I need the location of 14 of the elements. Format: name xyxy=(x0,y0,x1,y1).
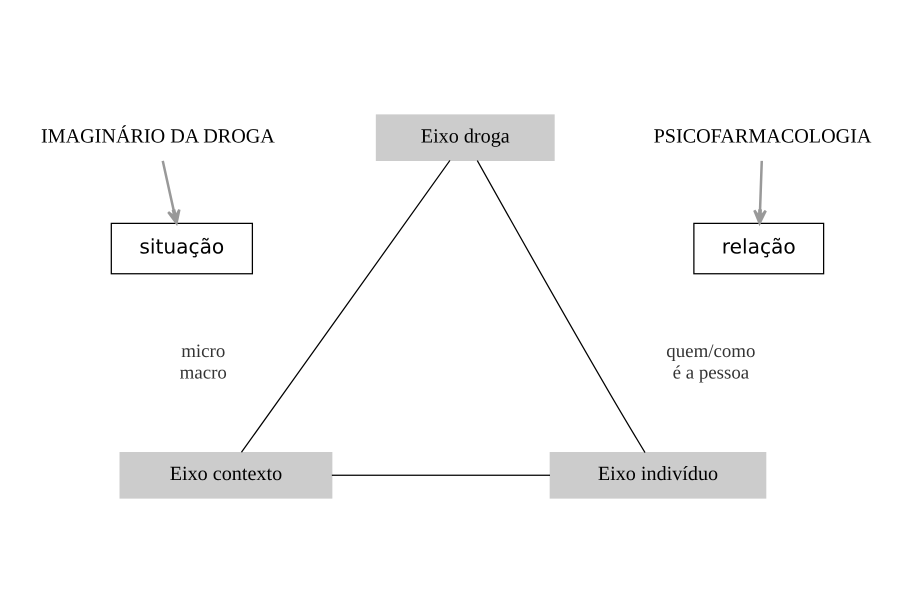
connector xyxy=(476,160,646,452)
node-text: IMAGINÁRIO DA DROGA xyxy=(40,125,275,147)
label: quem/como é a pessoa xyxy=(666,340,756,383)
label: micro macro xyxy=(180,340,227,383)
connector xyxy=(332,474,550,476)
node-box: relação xyxy=(693,222,824,274)
node-box: Eixo contexto xyxy=(120,451,332,498)
connector xyxy=(240,160,450,452)
arrow xyxy=(753,160,767,224)
node-text: PSICOFARMACOLOGIA xyxy=(654,125,872,147)
node-box: situação xyxy=(110,222,254,274)
arrow xyxy=(162,160,181,224)
node-box: Eixo droga xyxy=(376,114,555,161)
node-box: Eixo indivíduo xyxy=(550,451,766,498)
